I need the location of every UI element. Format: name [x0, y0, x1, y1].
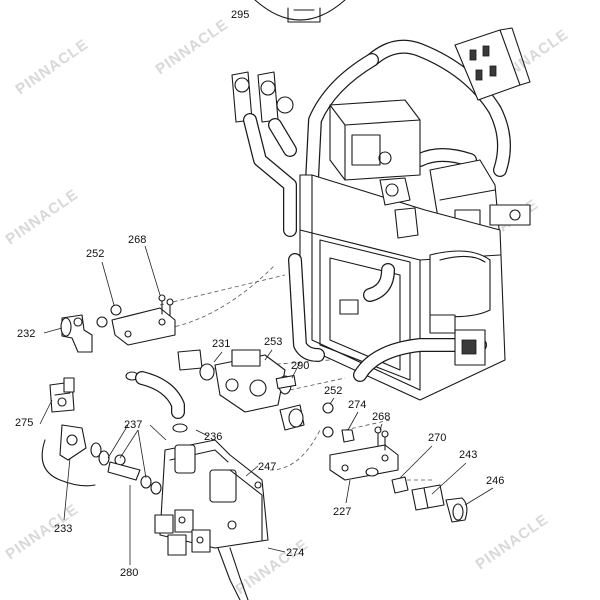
callout-253: 253 [264, 336, 282, 348]
callout-290: 290 [291, 360, 309, 372]
watermark-3: PINNACLE [3, 186, 82, 248]
callout-247: 247 [258, 461, 276, 473]
lower-manifold-assembly [154, 439, 269, 600]
callout-280: 280 [120, 567, 138, 579]
leader-lines [39, 245, 494, 565]
callout-227: 227 [333, 506, 351, 518]
boiler-assembly [231, 27, 531, 401]
part-237-280 [107, 454, 162, 495]
callout-252-b: 252 [324, 385, 342, 397]
callout-268-b: 268 [372, 411, 390, 423]
part-253-valve-body [214, 349, 292, 413]
callout-237: 237 [124, 419, 142, 431]
callout-233: 233 [54, 523, 72, 535]
part-270-243-246 [365, 467, 468, 523]
part-232-elbow [60, 314, 93, 353]
callout-274-a: 274 [348, 399, 366, 411]
part-275-valve [49, 377, 75, 413]
callout-275: 275 [15, 417, 33, 429]
callout-236: 236 [204, 431, 222, 443]
callout-268-a: 268 [128, 234, 146, 246]
callout-246: 246 [486, 475, 504, 487]
callout-labels: 295 252 268 232 231 253 290 252 274 268 … [15, 9, 504, 579]
watermark-2: PINNACLE [153, 16, 232, 78]
part-274-268-bracket-b [329, 426, 399, 481]
part-295-detail-circle [254, 0, 346, 23]
callout-231: 231 [212, 338, 230, 350]
part-236-pipe [125, 371, 188, 433]
callout-270: 270 [428, 432, 446, 444]
part-290-nipple [275, 374, 297, 390]
watermark-1: PINNACLE [13, 36, 92, 98]
part-231-fitting [177, 349, 215, 381]
callout-295: 295 [231, 9, 249, 21]
part-233-tee [41, 424, 110, 487]
watermark-7: PINNACLE [473, 511, 552, 573]
part-252-268-bracket-a [96, 294, 176, 346]
callout-252-a: 252 [86, 248, 104, 260]
callout-232: 232 [17, 328, 35, 340]
callout-243: 243 [459, 449, 477, 461]
middle-union-fittings [279, 402, 334, 438]
callout-274-b: 274 [286, 547, 304, 559]
